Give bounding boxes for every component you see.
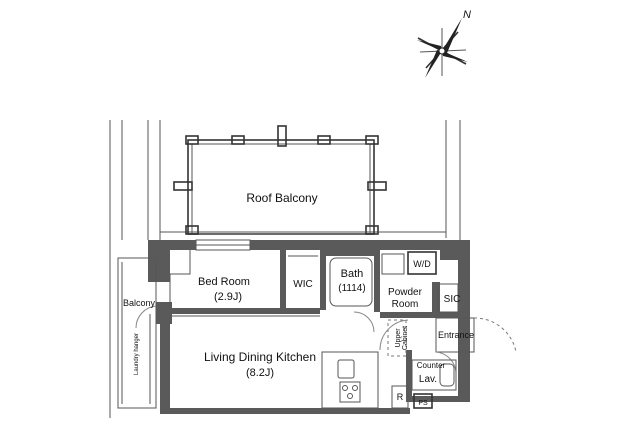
r-label: R (397, 392, 404, 402)
living-size: (8.2J) (246, 367, 274, 379)
shoe-in-closet: SIC (437, 283, 461, 313)
walls (148, 240, 470, 414)
bath-size: (1114) (338, 283, 365, 294)
upper-cabinet-label-2: Cabinet (402, 326, 409, 350)
pipe-space: PS (413, 393, 433, 409)
roof-balcony-label: Roof Balcony (246, 191, 317, 205)
bedroom-window (195, 239, 251, 251)
wic-label: WIC (293, 279, 312, 290)
kitchen-counter (321, 351, 379, 409)
refrigerator: R (391, 385, 409, 409)
upper-cabinet-label-1: Upper (395, 328, 402, 348)
ps-label: PS (418, 400, 428, 407)
powder-room-label-1: Powder (388, 287, 423, 298)
wd-label: W/D (413, 259, 431, 269)
entrance-label: Entrance (438, 330, 474, 340)
side-balcony: Balcony Laundry hanger (117, 257, 157, 409)
roof-balcony: Roof Balcony (173, 125, 387, 235)
balcony-label: Balcony (123, 298, 156, 308)
upper-cabinet: Upper Cabinet (379, 319, 409, 357)
bath: Bath (1114) (329, 257, 375, 333)
compass-rose-icon: N (417, 9, 471, 78)
bath-label: Bath (341, 268, 364, 280)
counter-lavatory: Counter Lav. (411, 359, 457, 391)
north-label: N (463, 9, 471, 21)
bed-room-label: Bed Room (198, 276, 250, 288)
lav-label: Lav. (419, 374, 437, 385)
powder-room-label-2: Room (392, 299, 419, 310)
bed-room: Bed Room (2.9J) (169, 250, 276, 313)
living-dining-kitchen: Living Dining Kitchen (8.2J) (172, 315, 320, 379)
laundry-hanger-label: Laundry hanger (134, 333, 140, 375)
powder-room: W/D Powder Room (381, 251, 437, 310)
bed-room-size: (2.9J) (214, 291, 242, 303)
walk-in-closet: WIC (288, 255, 318, 290)
counter-label: Counter (417, 361, 446, 370)
living-label: Living Dining Kitchen (204, 350, 316, 364)
building-outline (109, 120, 461, 418)
sic-label: SIC (444, 294, 461, 305)
